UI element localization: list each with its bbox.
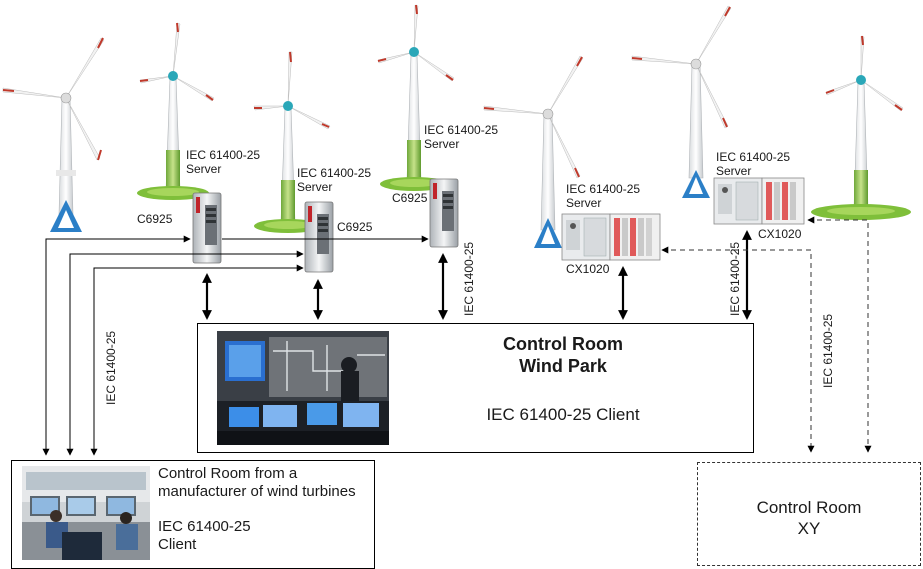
server-protocol-1: IEC 61400-25: [186, 148, 261, 162]
link-device3-manufacturer: [90, 264, 304, 456]
device-label-3: C6925: [392, 191, 428, 205]
c6925-device-1: [192, 192, 222, 264]
park-links: [202, 230, 752, 320]
control-room-xy: Control Room XY: [697, 462, 921, 566]
dashed-connections: [661, 216, 872, 453]
server-protocol-5: IEC 61400-25: [716, 150, 791, 164]
control-room-wind-park: Control Room Wind Park IEC 61400-25 Clie…: [197, 323, 754, 453]
xy-line2: XY: [797, 519, 821, 538]
device-label-2: C6925: [337, 220, 373, 234]
manufacturer-line1: Control Room from a: [158, 465, 298, 482]
xy-text: Control Room XY: [698, 497, 920, 539]
server-label-5: IEC 61400-25 Server: [716, 150, 790, 178]
server-role-3: Server: [424, 137, 460, 151]
device-label-1: C6925: [137, 212, 173, 226]
turbine-5: [483, 55, 584, 248]
protocol-label-left: IEC 61400-25: [104, 330, 118, 405]
server-label-2: IEC 61400-25 Server: [297, 166, 371, 194]
server-label-3: IEC 61400-25 Server: [424, 123, 498, 151]
turbine-6: [631, 5, 732, 198]
xy-line1: Control Room: [756, 498, 862, 517]
turbine-4: [377, 4, 455, 191]
park-title-line1: Control Room: [503, 334, 623, 354]
link-device1-manufacturer: [42, 235, 191, 456]
manufacturer-client-line1: IEC 61400-25: [158, 518, 251, 535]
device-label-4: CX1020: [566, 262, 610, 276]
park-title-line2: Wind Park: [519, 356, 607, 376]
server-protocol-4: IEC 61400-25: [566, 182, 641, 196]
server-role-5: Server: [716, 164, 752, 178]
server-role-1: Server: [186, 162, 222, 176]
control-room-manufacturer: Control Room from a manufacturer of wind…: [11, 460, 375, 569]
turbine-1: [2, 37, 105, 232]
park-client-label: IEC 61400-25 Client: [486, 405, 640, 424]
control-room-photo: [217, 331, 389, 445]
protocol-label-center: IEC 61400-25: [462, 241, 476, 316]
protocol-label-xy: IEC 61400-25: [821, 313, 835, 388]
server-label-1: IEC 61400-25 Server: [186, 148, 260, 176]
protocol-label-right: IEC 61400-25: [728, 241, 742, 316]
manufacturer-text: Control Room from a manufacturer of wind…: [158, 465, 356, 501]
server-label-4: IEC 61400-25 Server: [566, 182, 640, 210]
manufacturer-client: IEC 61400-25 Client: [158, 518, 251, 554]
device-label-5: CX1020: [758, 227, 802, 241]
c6925-device-3: [429, 178, 459, 248]
solid-connections: [42, 235, 429, 456]
manufacturer-client-line2: Client: [158, 536, 197, 553]
server-role-4: Server: [566, 196, 602, 210]
link-turbine7-xy: [807, 216, 872, 453]
manufacturer-photo: [22, 466, 150, 560]
cx1020-device-2: [713, 177, 805, 225]
turbine-7: [811, 35, 911, 220]
c6925-device-2: [304, 201, 334, 273]
server-protocol-3: IEC 61400-25: [424, 123, 499, 137]
turbine-2: [137, 22, 215, 200]
manufacturer-line2: manufacturer of wind turbines: [158, 483, 356, 500]
server-protocol-2: IEC 61400-25: [297, 166, 372, 180]
server-role-2: Server: [297, 180, 333, 194]
park-title: Control Room Wind Park: [463, 333, 663, 377]
cx1020-device-1: [561, 213, 661, 261]
